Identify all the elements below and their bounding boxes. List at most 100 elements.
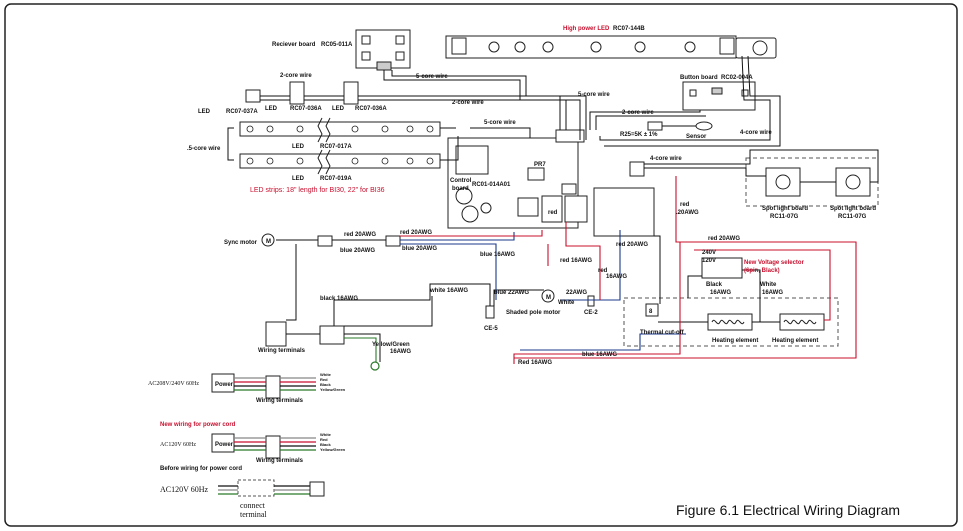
legend-208-yg: Yellow/Green (320, 387, 346, 392)
button-board-code: RC02-004A (721, 75, 753, 81)
led-code-037a: RC07-037A (226, 109, 258, 115)
ground-symbol (370, 361, 380, 371)
legend-120: White Red Black Yellow/Green (320, 432, 346, 452)
wire-black-16awg-2: 16AWG (710, 290, 731, 296)
new-wiring-label: New wiring for power cord (160, 422, 236, 428)
led-label-4: LED (292, 144, 305, 150)
wiring-terminals-label-1: Wiring terminals (258, 348, 306, 354)
ac120-plain-label: AC120V 60Hz (160, 485, 209, 494)
shaded-pole-label: Shaded pole motor (506, 310, 561, 316)
wire-5core-label-2: 5-core wire (578, 92, 610, 98)
wire-white-16awg-2: 16AWG (762, 290, 783, 296)
voltage-selector-label: New Voltage selector (744, 260, 805, 266)
legend-208-red: Red (320, 377, 328, 382)
ac208-label: AC208V/240V 60Hz (148, 381, 199, 387)
wiring-terminals-label-3: Wiring terminals (256, 458, 304, 464)
sync-motor-m: M (266, 239, 271, 245)
heating-element-label-2: Heating element (772, 338, 818, 344)
control-board-label-2: board (452, 186, 469, 192)
heating-element-2 (779, 313, 825, 331)
wiring-terminals (265, 321, 287, 347)
black-wires (227, 55, 879, 362)
ac120-label: AC120V 60Hz (160, 442, 196, 448)
legend-208-black: Black (320, 382, 331, 387)
legend-208: White Red Black Yellow/Green (320, 372, 346, 392)
wire-red-2: red (598, 268, 608, 274)
heating-element-label-1: Heating element (712, 338, 758, 344)
control-board-code: RC01-014A01 (472, 182, 511, 188)
before-wiring-label: Before wiring for power cord (160, 466, 242, 472)
wire-red-16awg-2: Red 16AWG (518, 360, 552, 366)
legend-120-black: Black (320, 442, 331, 447)
led-strip-019a (239, 153, 441, 169)
wire-red-1: red (680, 202, 690, 208)
led-label-1: LED (198, 109, 211, 115)
led-code-036a-2: RC07-036A (355, 106, 387, 112)
led-strip-note: LED strips: 18" length for BI30, 22" for… (250, 187, 385, 194)
button-board-label: Button board (680, 75, 718, 81)
wire-white: White (558, 300, 575, 306)
shaded-pole-m: M (546, 295, 551, 301)
wire-red-20awg-2: red 20AWG (344, 232, 376, 238)
wire-2core-label-1: 2-core wire (280, 73, 312, 79)
wire-2core-label-2: 2-core wire (452, 100, 484, 106)
power-label-120: Power (215, 442, 234, 448)
wire-5core-label-4: .5-core wire (187, 146, 221, 152)
high-power-led-dots (488, 41, 696, 53)
figure-frame (4, 3, 958, 527)
wire-red-20awg-1: red 20AWG (400, 230, 432, 236)
sync-motor-symbol (261, 233, 275, 247)
ce5-label: CE-5 (484, 326, 498, 332)
blue-wires (400, 230, 686, 351)
legend-120-yg: Yellow/Green (320, 447, 346, 452)
wire-black-16awg: black 16AWG (320, 296, 358, 302)
heating-element-1 (707, 313, 753, 331)
red-wires (400, 176, 857, 364)
legend-120-red: Red (320, 437, 328, 442)
legend-120-white: White (320, 432, 332, 437)
wire-red-20awg-3: red 20AWG (616, 242, 648, 248)
thermal-cutoff-number: 8 (649, 309, 653, 315)
wire-blue-22awg: blue 22AWG (494, 290, 529, 296)
high-power-led-label: High power LED (563, 26, 610, 32)
wire-yellow-green: Yellow/Green (372, 342, 410, 348)
sync-motor-label: Sync motor (224, 240, 258, 246)
connect-terminal-label-1: connect (240, 501, 266, 510)
led-label-5: LED (292, 176, 305, 182)
legend-208-white: White (320, 372, 332, 377)
green-wires (344, 337, 377, 362)
wire-16awg-green: 16AWG (390, 349, 411, 355)
voltage-selector-sub: (6pin, Black) (744, 268, 780, 274)
led-code-017a: RC07-017A (320, 144, 352, 150)
wire-blue-16awg-2: blue 16AWG (582, 352, 617, 358)
sensor-resistance: R25=5K ± 1% (620, 132, 658, 138)
wire-white-16awg: white 16AWG (429, 288, 468, 294)
wire-red-16awg-1: red 16AWG (560, 258, 592, 264)
sensor-label: Sensor (686, 134, 707, 140)
voltage-v120: 120V (702, 258, 716, 264)
wire-blue-20awg-1: blue 20AWG (340, 248, 375, 254)
spot-light-code-1: RC11-07G (770, 214, 799, 220)
wire-22awg: 22AWG (566, 290, 587, 296)
power-box-120 (211, 433, 235, 453)
receiver-board-label: Reciever board (272, 42, 316, 48)
high-power-led-code: RC07-144B (613, 26, 645, 32)
figure-caption: Figure 6.1 Electrical Wiring Diagram (676, 502, 900, 518)
power-label-208: Power (215, 382, 234, 388)
connect-terminal-box (237, 479, 275, 497)
wire-blue-16awg-1: blue 16AWG (480, 252, 515, 258)
led-label-2: LED (265, 106, 278, 112)
wire-4core-label-1: 4-core wire (740, 130, 772, 136)
control-red-label: red (548, 210, 558, 216)
wire-red-20awg-4: red 20AWG (708, 236, 740, 242)
receiver-board-code: RC05-011A (321, 42, 353, 48)
connect-terminal-label-2: terminal (240, 510, 267, 519)
led-strip-037a (239, 121, 441, 137)
heating-group (623, 297, 839, 347)
ce2-label: CE-2 (584, 310, 598, 316)
spot-light-code-2: RC11-07G (838, 214, 867, 220)
wire-16awg-red: 16AWG (606, 274, 627, 280)
control-board-label-1: Control (450, 178, 472, 184)
